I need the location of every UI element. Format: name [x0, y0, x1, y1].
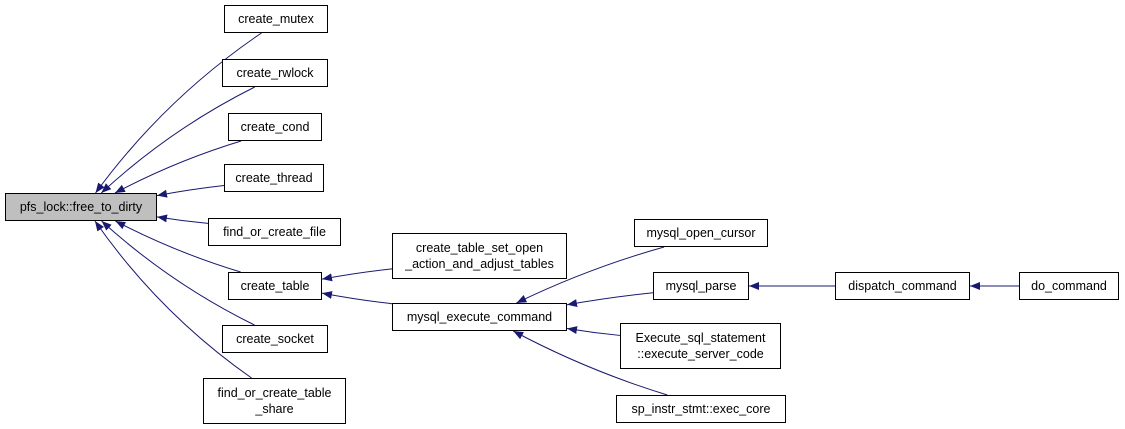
- node-label: do_command: [1031, 279, 1107, 293]
- node-find-or-create-table-share[interactable]: find_or_create_table _share: [203, 378, 346, 424]
- edge-find_or_create_table_share-to-free_to_dirty: [94, 220, 252, 379]
- edge-mysql_open_cursor-to-mysql_execute_command: [516, 246, 665, 304]
- node-label-line1: create_table_set_open: [415, 241, 544, 255]
- edge-create_table_set_open-to-create_table: [321, 268, 393, 282]
- node-sp-instr-stmt-exec-core[interactable]: sp_instr_stmt::exec_core: [616, 395, 786, 423]
- node-label: mysql_open_cursor: [646, 226, 756, 240]
- edge-create_mutex-to-free_to_dirty: [95, 32, 262, 194]
- edge-mysql_parse-to-mysql_execute_command: [566, 292, 654, 307]
- node-label-line1: Execute_sql_statement: [635, 331, 766, 345]
- node-label-line1: find_or_create_table: [217, 386, 332, 400]
- node-execute-sql-statement[interactable]: Execute_sql_statement ::execute_server_c…: [620, 323, 781, 369]
- edge-find_or_create_file-to-free_to_dirty: [156, 214, 209, 224]
- node-create-rwlock[interactable]: create_rwlock: [222, 59, 328, 87]
- node-label: dispatch_command: [848, 279, 957, 293]
- node-label: pfs_lock::free_to_dirty: [19, 200, 143, 214]
- node-create-mutex[interactable]: create_mutex: [224, 5, 328, 33]
- edge-create_thread-to-free_to_dirty: [156, 185, 225, 198]
- edge-create_rwlock-to-free_to_dirty: [100, 86, 255, 194]
- node-pfs-lock-free-to-dirty: pfs_lock::free_to_dirty: [5, 193, 157, 221]
- node-label: create_socket: [236, 332, 314, 346]
- node-mysql-execute-command[interactable]: mysql_execute_command: [392, 303, 567, 331]
- edge-create_cond-to-free_to_dirty: [114, 140, 242, 194]
- node-mysql-parse[interactable]: mysql_parse: [653, 272, 749, 300]
- node-label: sp_instr_stmt::exec_core: [631, 402, 771, 416]
- node-create-socket[interactable]: create_socket: [222, 325, 328, 353]
- node-label: find_or_create_file: [223, 225, 326, 239]
- node-create-thread[interactable]: create_thread: [224, 164, 324, 192]
- edge-mysql_execute_command-to-create_table: [321, 291, 393, 305]
- node-create-table-set-open[interactable]: create_table_set_open _action_and_adjust…: [392, 233, 567, 279]
- node-label: mysql_parse: [665, 279, 737, 293]
- edge-sp_instr_stmt-to-mysql_execute_command: [512, 330, 668, 396]
- node-label: create_thread: [235, 171, 313, 185]
- node-label-line2: _share: [255, 402, 294, 416]
- edge-create_table-to-free_to_dirty: [115, 220, 241, 273]
- edge-execute_sql_statement-to-mysql_execute_command: [566, 326, 621, 336]
- node-dispatch-command[interactable]: dispatch_command: [835, 272, 970, 300]
- node-mysql-open-cursor[interactable]: mysql_open_cursor: [634, 219, 768, 247]
- node-label: create_table: [240, 279, 310, 293]
- node-label: create_rwlock: [236, 66, 314, 80]
- edge-create_socket-to-free_to_dirty: [101, 220, 255, 326]
- node-create-cond[interactable]: create_cond: [228, 113, 322, 141]
- node-do-command[interactable]: do_command: [1019, 272, 1119, 300]
- node-label-line2: _action_and_adjust_tables: [405, 257, 554, 271]
- node-label: create_mutex: [238, 12, 314, 26]
- node-label: create_cond: [240, 120, 310, 134]
- node-label-line2: ::execute_server_code: [637, 347, 764, 361]
- node-find-or-create-file[interactable]: find_or_create_file: [208, 218, 341, 246]
- node-create-table[interactable]: create_table: [228, 272, 322, 300]
- node-label: mysql_execute_command: [406, 310, 553, 324]
